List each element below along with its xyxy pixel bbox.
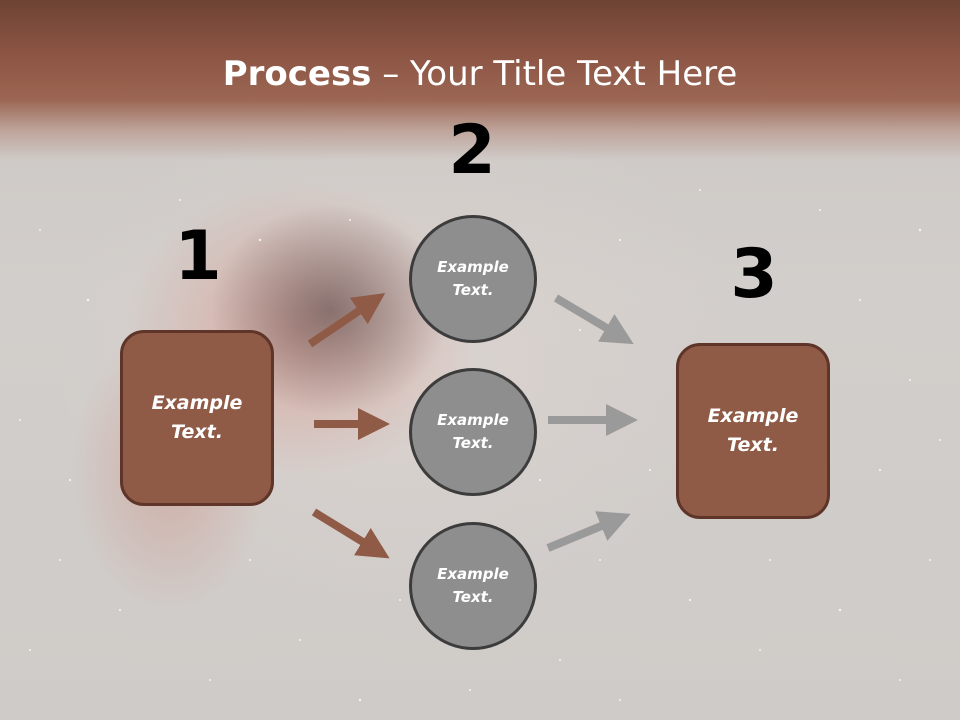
title-banner bbox=[0, 0, 960, 160]
middle-node-center[interactable]: Example Text. bbox=[409, 368, 537, 496]
step-2-number: 2 bbox=[448, 111, 496, 190]
middle-node-top[interactable]: Example Text. bbox=[409, 215, 537, 343]
middle-node-bottom[interactable]: Example Text. bbox=[409, 522, 537, 650]
title-rest-text: – Your Title Text Here bbox=[371, 54, 738, 94]
title-bold-text: Process bbox=[222, 54, 372, 94]
arrow-step1-to-bottom bbox=[311, 508, 390, 559]
step-1-number: 1 bbox=[174, 217, 222, 296]
middle-node-top-label: Example Text. bbox=[437, 258, 509, 299]
arrow-top-to-step3 bbox=[553, 294, 634, 345]
step-1-box[interactable]: Example Text. bbox=[120, 330, 274, 506]
arrow-step1-to-top bbox=[307, 293, 386, 348]
step-3-label: Example Text. bbox=[707, 405, 799, 456]
slide-title: Process – Your Title Text Here bbox=[0, 52, 960, 96]
step-3-number: 3 bbox=[730, 235, 778, 314]
step-1-label: Example Text. bbox=[151, 392, 243, 443]
middle-node-bottom-label: Example Text. bbox=[437, 565, 509, 606]
middle-node-center-label: Example Text. bbox=[437, 411, 509, 452]
arrow-bottom-to-step3 bbox=[546, 511, 631, 552]
step-3-box[interactable]: Example Text. bbox=[676, 343, 830, 519]
